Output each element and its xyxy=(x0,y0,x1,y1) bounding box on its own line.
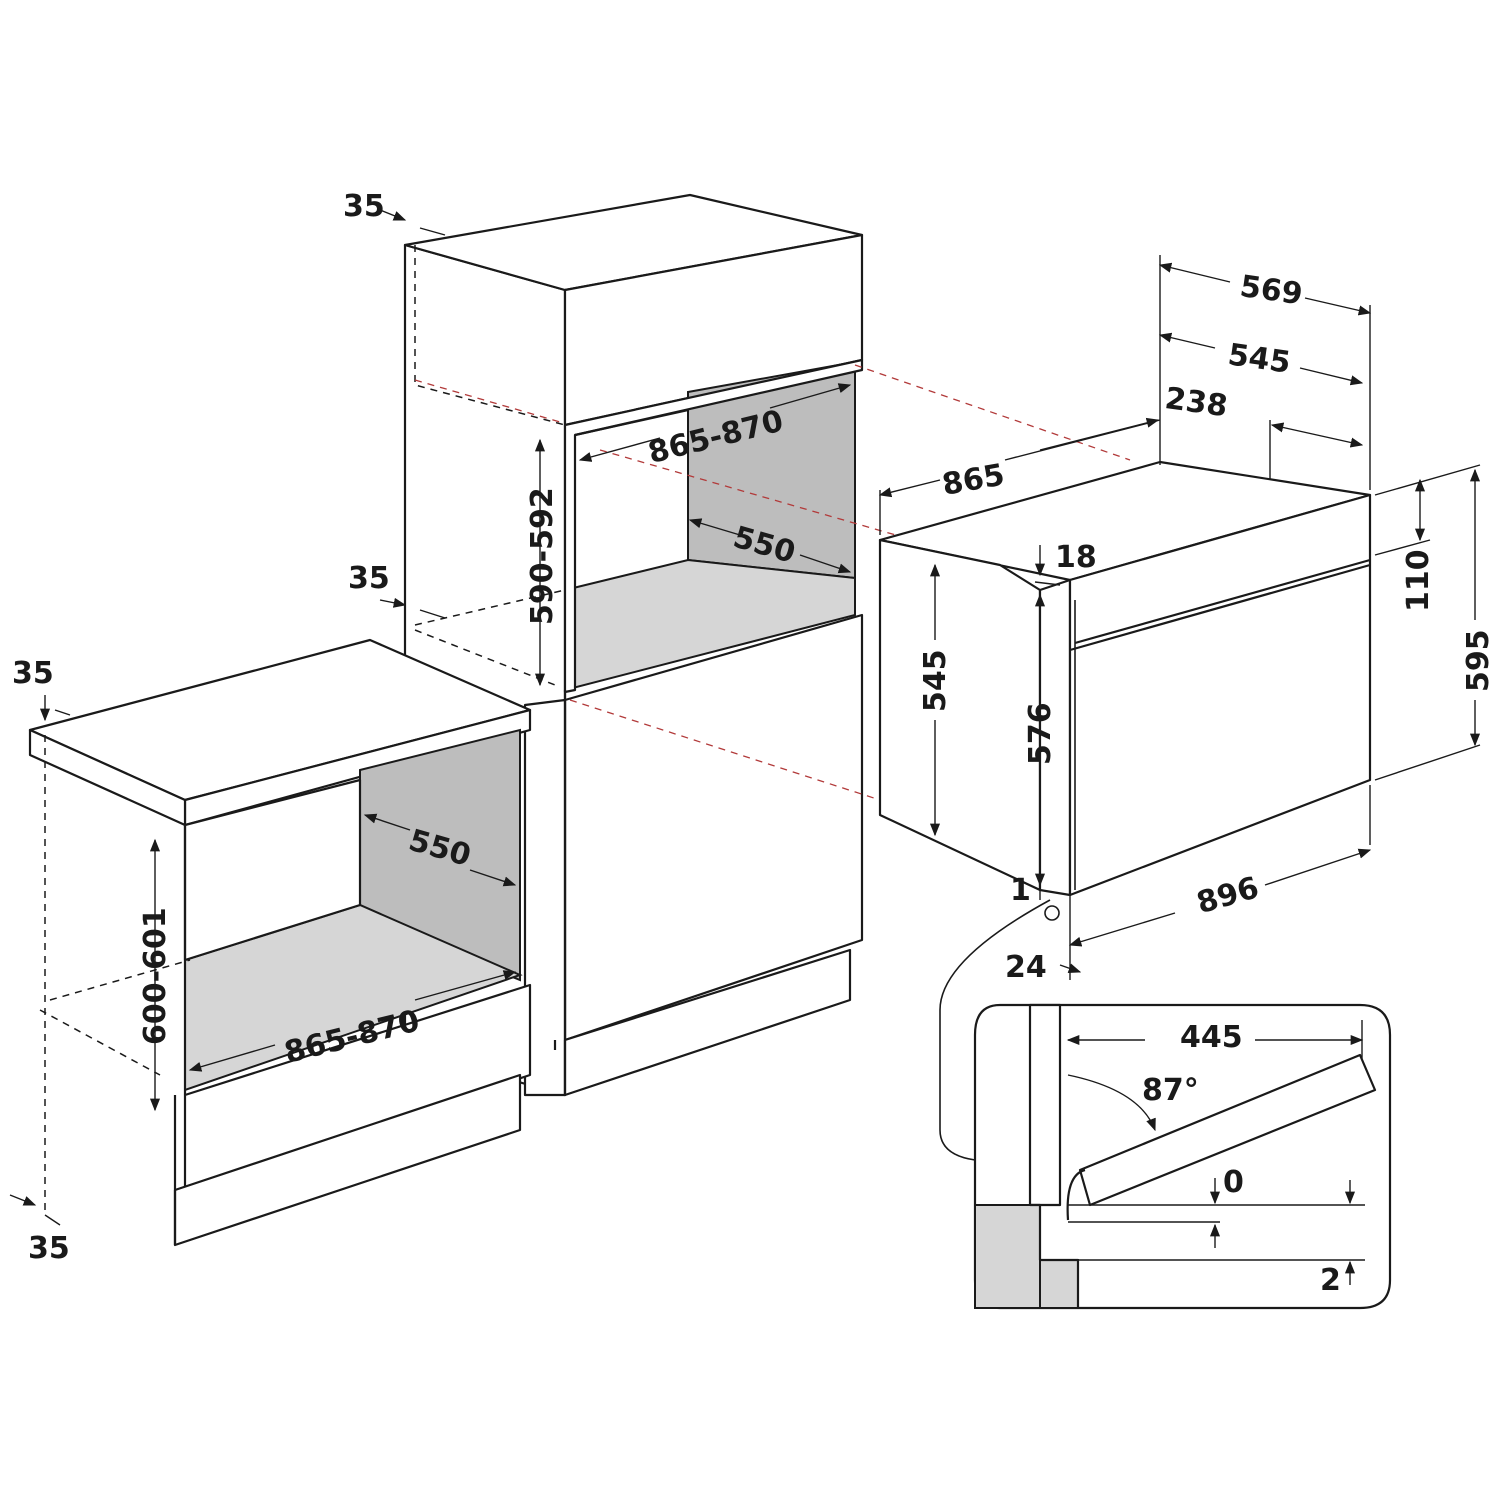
label-oven-545-top: 545 xyxy=(1226,337,1293,380)
label-oven-545-side: 545 xyxy=(918,649,953,712)
label-oven-595: 595 xyxy=(1461,629,1496,692)
oven-front xyxy=(1068,493,1372,897)
lower-cabinet xyxy=(28,638,532,1247)
label-lower-height: 600-601 xyxy=(138,907,173,1045)
label-upper-setback: 35 xyxy=(348,561,390,596)
label-oven-110: 110 xyxy=(1401,549,1436,612)
label-oven-569: 569 xyxy=(1238,269,1305,312)
label-oven-238: 238 xyxy=(1163,381,1230,424)
label-oven-18: 18 xyxy=(1055,540,1097,575)
label-detail-445: 445 xyxy=(1180,1020,1243,1055)
label-upper-height: 590-592 xyxy=(525,487,560,625)
label-oven-1: 1 xyxy=(1010,873,1031,908)
dimension-lines xyxy=(9,209,1481,1285)
label-oven-896: 896 xyxy=(1193,870,1263,921)
label-lower-setback-bottom: 35 xyxy=(28,1231,70,1266)
door-detail-inset xyxy=(939,899,1392,1310)
label-oven-24: 24 xyxy=(1005,950,1047,985)
label-oven-576: 576 xyxy=(1023,702,1058,765)
label-lower-setback-top: 35 xyxy=(12,656,54,691)
label-detail-0: 0 xyxy=(1223,1165,1244,1200)
label-oven-865: 865 xyxy=(940,458,1008,503)
label-detail-angle: 87° xyxy=(1142,1073,1199,1108)
oven xyxy=(878,460,1372,897)
label-top-setback: 35 xyxy=(343,189,385,224)
label-detail-2: 2 xyxy=(1320,1263,1341,1298)
